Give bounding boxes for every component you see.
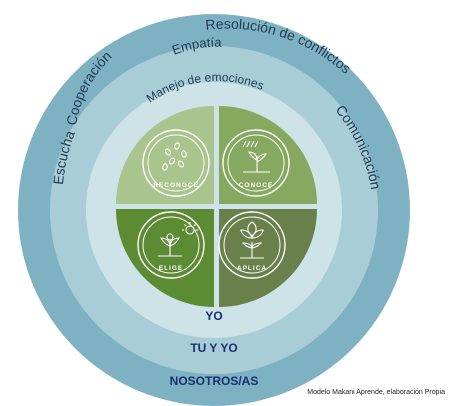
quadrant-reconoce: [116, 106, 214, 204]
badge-label-reconoce: RECONOCE: [153, 182, 199, 189]
badge-label-aplica: APLICA: [237, 265, 267, 272]
badge-reconoce: RECONOCE: [142, 129, 210, 197]
badge-conoce: CONOCE: [222, 129, 290, 197]
sun-plant-icon: [158, 222, 198, 257]
badge-label-elige: ELIGE: [159, 265, 184, 272]
badge-aplica: APLICA: [218, 211, 286, 279]
credit-note: Modelo Makani Aprende, elaboración Propi…: [307, 389, 445, 396]
level-label-yo: YO: [205, 309, 222, 323]
badge-elige: ELIGE: [137, 211, 205, 279]
level-label-tu-y-yo: TU Y YO: [190, 341, 237, 355]
sprout-watering-icon: [242, 140, 270, 173]
quadrant-aplica: [219, 209, 317, 307]
plant-flower-icon: [240, 221, 264, 259]
quadrant-conoce: [219, 106, 317, 204]
seeds-icon: [162, 142, 187, 171]
badge-label-conoce: CONOCE: [239, 182, 274, 189]
level-label-nosotros: NOSOTROS/AS: [170, 374, 259, 388]
